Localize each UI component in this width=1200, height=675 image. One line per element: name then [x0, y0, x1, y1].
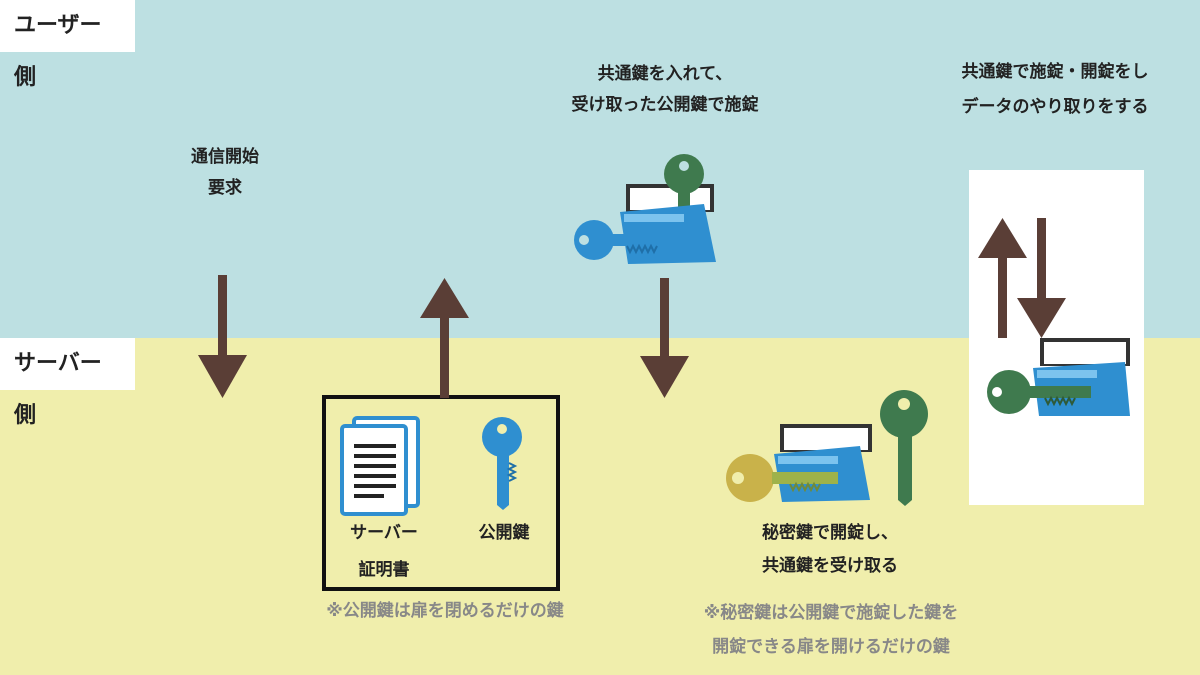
- arrow-up-icon: [978, 218, 1027, 338]
- exchange-line1: 共通鍵で施錠・開錠をし: [961, 62, 1149, 82]
- document-icon: [340, 416, 420, 516]
- server-side-label: サーバー側: [0, 338, 135, 428]
- exchange-caption: 共通鍵で施錠・開錠をし データのやり取りをする: [920, 57, 1190, 123]
- certificate-line2: 証明書: [358, 560, 410, 580]
- locked-box-icon: [574, 154, 716, 264]
- private-key-note-line1: ※秘密鍵は公開鍵で施錠した鍵を: [703, 603, 959, 623]
- private-key-note-line2: 開錠できる扉を開けるだけの鍵: [712, 637, 950, 657]
- public-key-icon: [482, 417, 522, 510]
- arrow-down-icon: [1017, 218, 1066, 338]
- request-caption: 通信開始 要求: [180, 142, 270, 204]
- public-key-label: 公開鍵: [478, 523, 530, 543]
- exchange-line2: データのやり取りをする: [961, 97, 1149, 117]
- decrypt-box-icon: [726, 390, 928, 506]
- encrypt-caption: 共通鍵を入れて、 受け取った公開鍵で施錠: [540, 59, 790, 121]
- decrypt-line2: 共通鍵を受け取る: [762, 556, 898, 576]
- encrypt-line2: 受け取った公開鍵で施錠: [571, 95, 759, 115]
- public-key-note: ※公開鍵は扉を閉めるだけの鍵: [326, 601, 564, 621]
- arrow-down-icon: [198, 275, 247, 398]
- user-side-label: ユーザー側: [0, 0, 135, 90]
- encrypt-line1: 共通鍵を入れて、: [597, 64, 733, 84]
- private-key-note: ※秘密鍵は公開鍵で施錠した鍵を 開錠できる扉を開けるだけの鍵: [676, 596, 986, 664]
- decrypt-caption: 秘密鍵で開錠し、 共通鍵を受け取る: [720, 518, 940, 582]
- certificate-caption: サーバー 証明書: [334, 518, 434, 586]
- arrow-up-icon: [420, 278, 469, 398]
- request-line1: 通信開始: [191, 147, 259, 167]
- locked-box-icon: [987, 338, 1130, 416]
- request-line2: 要求: [208, 178, 242, 198]
- certificate-line1: サーバー: [350, 523, 418, 543]
- arrow-down-icon: [640, 278, 689, 398]
- decrypt-line1: 秘密鍵で開錠し、: [762, 523, 898, 543]
